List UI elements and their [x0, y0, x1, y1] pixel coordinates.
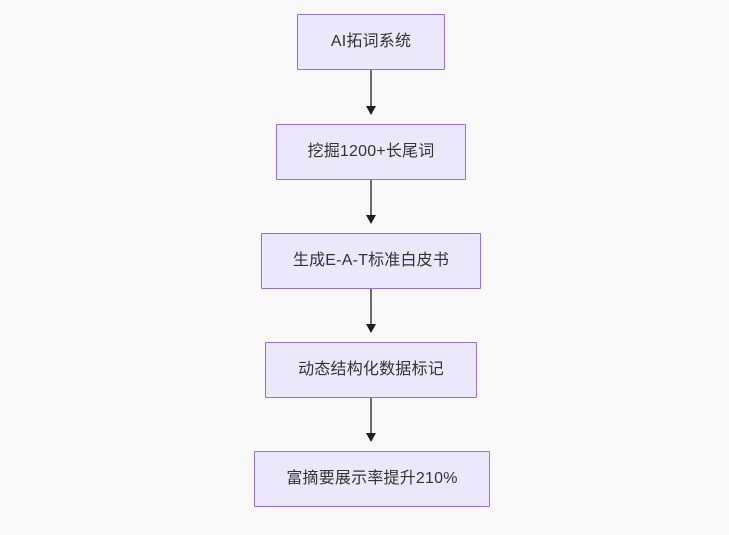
flow-arrowhead-4 [366, 433, 376, 442]
flow-node-generate-eat-whitepaper[interactable]: 生成E-A-T标准白皮书 [261, 233, 481, 289]
flow-arrowhead-2 [366, 215, 376, 224]
flow-node-label: 挖掘1200+长尾词 [307, 143, 435, 161]
flow-node-dynamic-structured-data-markup[interactable]: 动态结构化数据标记 [265, 342, 477, 398]
flow-node-label: 生成E-A-T标准白皮书 [292, 252, 450, 270]
flow-arrowhead-3 [366, 324, 376, 333]
flow-node-rich-snippet-impression-lift[interactable]: 富摘要展示率提升210% [254, 451, 490, 507]
flow-connector-3 [370, 289, 372, 324]
flow-arrowhead-1 [366, 106, 376, 115]
flow-connector-2 [370, 180, 372, 215]
flow-node-label: AI拓词系统 [330, 33, 412, 51]
flow-node-mine-longtail-keywords[interactable]: 挖掘1200+长尾词 [276, 124, 466, 180]
flow-node-ai-keyword-system[interactable]: AI拓词系统 [297, 14, 445, 70]
flow-node-label: 动态结构化数据标记 [298, 361, 444, 379]
flow-node-label: 富摘要展示率提升210% [286, 470, 458, 488]
flow-connector-4 [370, 398, 372, 433]
flow-connector-1 [370, 70, 372, 106]
